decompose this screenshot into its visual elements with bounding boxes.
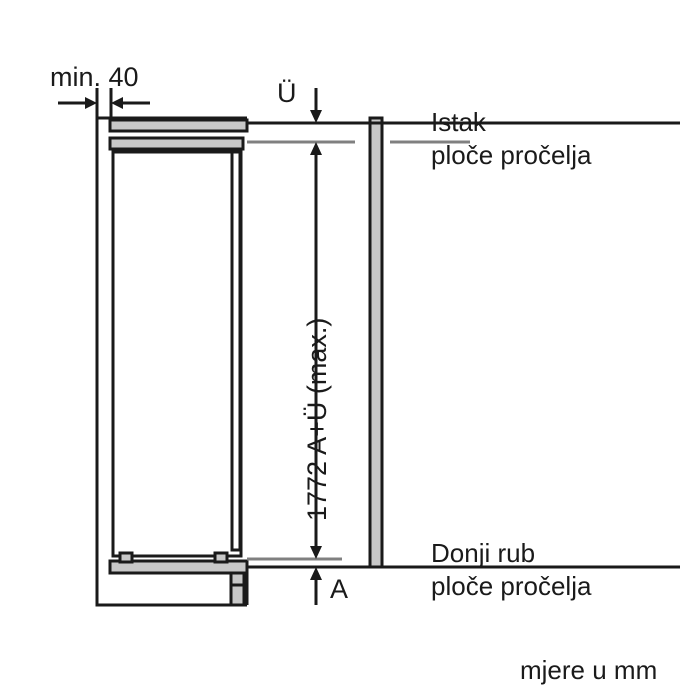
callout-donji-line2: ploče pročelja: [431, 571, 592, 601]
bottom-gap-dimension: [310, 567, 322, 605]
total-height-label: 1772 A+Ü (max.): [302, 317, 332, 521]
units-note: mjere u mm: [520, 655, 658, 685]
appliance-hinge-strip: [230, 150, 242, 552]
appliance-body: [111, 150, 243, 558]
top-cover-panel: [108, 118, 249, 133]
min-gap-label: min. 40: [50, 62, 139, 92]
bracket-lower: [229, 583, 246, 607]
support-foot-left: [118, 551, 134, 564]
overlap-arrowhead-down: [310, 110, 322, 123]
total-height-arrowhead-up: [310, 142, 322, 155]
outer-cabinet-wall: [95, 118, 247, 607]
bottom-gap-label: A: [330, 574, 349, 604]
callout-istak-line2: ploče pročelja: [431, 140, 592, 170]
cabinet-carcass: [95, 116, 249, 607]
min-gap-arrowhead-right: [111, 97, 123, 109]
total-height-arrowhead-down: [310, 546, 322, 559]
reference-lines: [247, 121, 680, 569]
overlap-dimension: [310, 88, 322, 123]
overlap-label: Ü: [277, 78, 297, 108]
appliance-top-plate: [108, 136, 245, 151]
min-gap-arrowhead-left: [85, 97, 97, 109]
callout-donji-line1: Donji rub: [431, 538, 536, 568]
callout-istak-line1: Istak: [431, 107, 486, 137]
total-height-dimension: [310, 142, 322, 559]
furniture-front-panel: [368, 116, 384, 569]
support-foot-right: [213, 551, 229, 564]
min-gap-dimension: [58, 88, 150, 120]
bottom-gap-arrowhead-up: [310, 567, 322, 580]
